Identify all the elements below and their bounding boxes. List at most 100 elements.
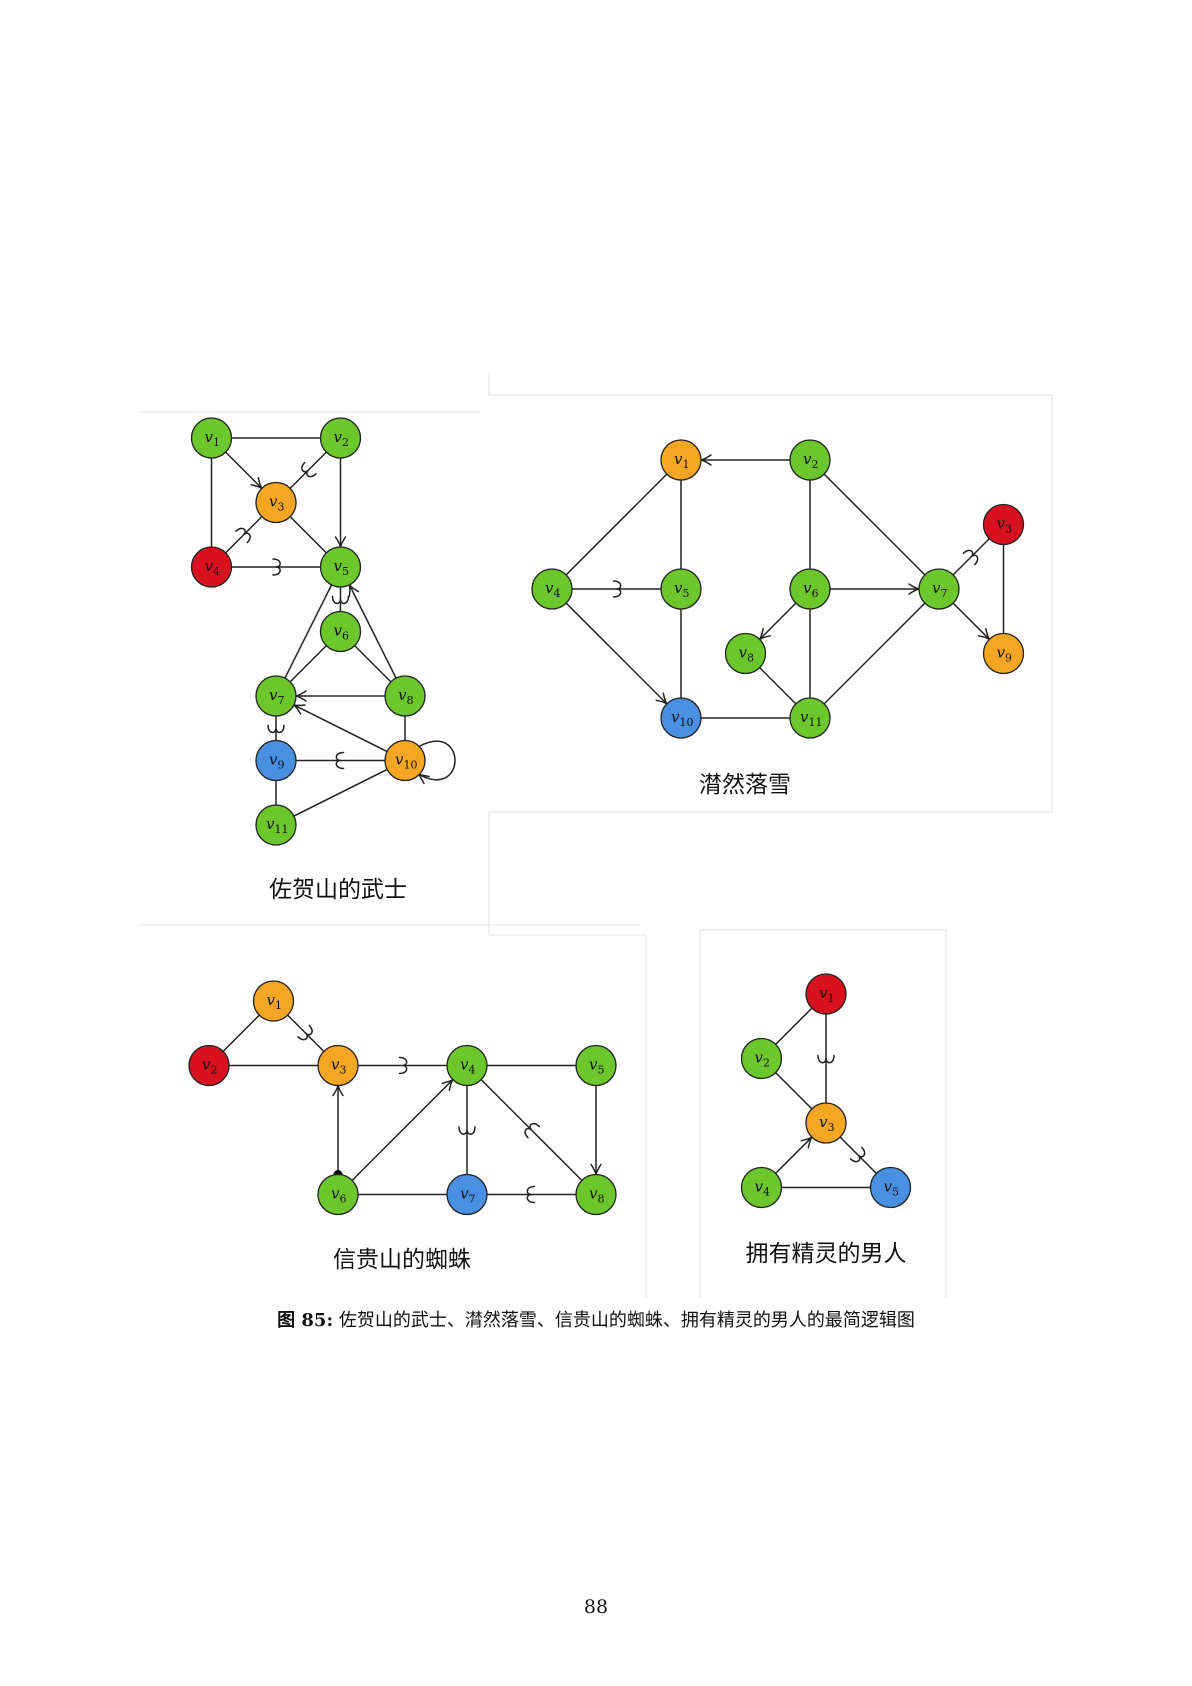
edge-spider-v8-v4 — [480, 1078, 583, 1182]
edge-warrior-v6-v7 — [289, 644, 328, 683]
edge-warrior-v4-v3 — [224, 515, 263, 554]
node-snow-v6: v6 — [789, 568, 831, 610]
node-spider-v8: v8 — [575, 1173, 617, 1216]
edge-warrior-v10-v9 — [295, 751, 386, 770]
node-circle — [319, 417, 362, 459]
node-spider-v4: v4 — [446, 1044, 488, 1087]
hook-mark — [817, 1054, 835, 1064]
node-label: v8 — [589, 1185, 604, 1206]
edge-warrior-v8-v7 — [295, 690, 386, 702]
edge-snow-v2-v1 — [700, 454, 791, 466]
node-label: v8 — [739, 644, 754, 665]
node-warrior-v1: v1 — [190, 417, 233, 459]
edge-warrior-v5-v7 — [284, 584, 333, 679]
node-circle — [255, 675, 297, 717]
node-label: v5 — [674, 579, 689, 600]
edge-warrior-v10-v11 — [293, 768, 388, 817]
edge-warrior-v3-v5 — [289, 515, 328, 554]
node-spider-v3: v3 — [317, 1044, 359, 1087]
node-circle — [789, 439, 831, 481]
edge-spider-v8-v7 — [486, 1185, 577, 1204]
edge-warrior-v7-v9 — [267, 715, 285, 742]
node-label: v7 — [269, 686, 284, 707]
node-label: v1 — [267, 991, 282, 1012]
node-warrior-v11: v11 — [255, 804, 297, 846]
graph-title-snow: 潸然落雪 — [699, 772, 791, 798]
node-circle — [384, 739, 426, 782]
node-warrior-v9: v9 — [255, 739, 297, 782]
node-warrior-v10: v10 — [384, 739, 426, 782]
node-snow-v7: v7 — [918, 568, 960, 610]
node-circle — [319, 546, 362, 588]
node-circle — [724, 632, 767, 675]
node-label: v6 — [331, 1185, 346, 1206]
node-spider-v1: v1 — [252, 980, 295, 1022]
node-label: v6 — [803, 579, 818, 600]
node-spider-v7: v7 — [446, 1173, 488, 1216]
node-label: v5 — [334, 557, 349, 578]
node-snow-v4: v4 — [531, 568, 573, 610]
graph-title-spider: 信贵山的蜘蛛 — [333, 1247, 471, 1273]
hook-mark — [272, 558, 281, 576]
hook-mark — [612, 580, 622, 598]
node-label: v4 — [545, 579, 560, 600]
node-label: v7 — [460, 1185, 475, 1206]
edge-spider-v6-v3 — [332, 1084, 344, 1179]
node-spider-v6: v6 — [317, 1173, 359, 1216]
node-spider-v5: v5 — [575, 1044, 617, 1087]
edge-snow-v7-v11 — [823, 602, 926, 705]
node-circle — [660, 568, 702, 610]
edge-spider-v4-v7 — [458, 1084, 476, 1176]
node-circle — [190, 417, 233, 459]
hook-mark — [301, 461, 317, 478]
node-snow-v3: v3 — [982, 503, 1025, 546]
node-snow-v8: v8 — [724, 632, 767, 675]
edge-warrior-v5-v6 — [331, 586, 350, 613]
node-circle — [982, 632, 1025, 675]
node-circle — [805, 1102, 847, 1144]
edge-snow-v4-v5 — [571, 580, 662, 598]
node-circle — [660, 697, 702, 739]
node-label: v7 — [932, 579, 947, 600]
panel-borders — [140, 372, 1053, 1298]
node-label: v10 — [395, 751, 417, 772]
hook-mark — [267, 724, 285, 734]
edges-snow — [565, 454, 1005, 719]
hook-mark — [524, 1122, 541, 1139]
node-label: v2 — [803, 450, 818, 471]
hook-mark — [458, 1126, 476, 1135]
node-label: v4 — [755, 1178, 770, 1199]
hook-mark — [297, 1024, 313, 1041]
node-circle — [317, 1173, 359, 1216]
node-label: v1 — [205, 428, 220, 449]
node-label: v10 — [671, 708, 693, 729]
node-label: v1 — [819, 984, 834, 1005]
node-snow-v9: v9 — [982, 632, 1025, 675]
edge-elf-v4-v3 — [774, 1136, 813, 1175]
node-circle — [319, 610, 362, 653]
node-circle — [255, 804, 297, 846]
node-warrior-v5: v5 — [319, 546, 362, 588]
node-circle — [740, 1037, 783, 1080]
hook-mark — [331, 595, 350, 605]
graph-title-warrior: 佐贺山的武士 — [269, 877, 407, 903]
edge-snow-v6-v7 — [829, 583, 920, 595]
node-label: v5 — [884, 1178, 899, 1199]
edge-spider-v1-v3 — [286, 1014, 325, 1053]
edge-elf-v3-v5 — [839, 1136, 878, 1175]
graph-title-elf: 拥有精灵的男人 — [746, 1241, 907, 1267]
figure-caption: 图 85: 佐贺山的武士、潸然落雪、信贵山的蜘蛛、拥有精灵的男人的最简逻辑图 — [0, 1306, 1192, 1332]
node-snow-v10: v10 — [660, 697, 702, 739]
edge-elf-v1-v3 — [817, 1013, 835, 1104]
hook-mark — [849, 1146, 866, 1163]
node-label: v11 — [266, 815, 288, 836]
node-circle — [531, 568, 573, 610]
node-warrior-v3: v3 — [255, 481, 297, 524]
node-circle — [255, 481, 297, 524]
edge-snow-v4-v10 — [565, 602, 668, 705]
node-label: v3 — [819, 1113, 834, 1134]
